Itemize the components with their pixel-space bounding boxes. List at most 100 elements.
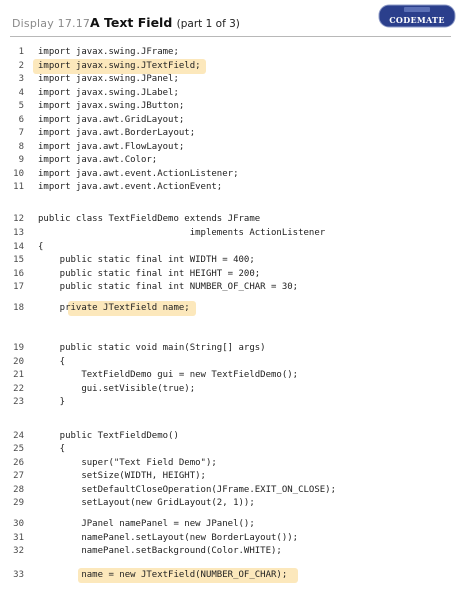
code-text: import java.awt.BorderLayout; [38,128,196,138]
code-line: 22 gui.setVisible(true); [0,383,461,396]
line-number: 30 [13,519,24,529]
code-line: 26 super("Text Field Demo"); [0,457,461,470]
line-number: 14 [13,242,24,252]
code-text: public static void main(String[] args) [38,343,266,353]
code-line: 2 import javax.swing.JTextField; [0,59,461,74]
code-text: TextFieldDemo gui = new TextFieldDemo(); [38,370,299,380]
code-line: 30 JPanel namePanel = new JPanel(); [0,518,461,531]
code-line: 1 import javax.swing.JFrame; [0,46,461,59]
code-text: import javax.swing.JFrame; [38,47,179,57]
code-text: public TextFieldDemo() [38,431,179,441]
code-line: 29 setLayout(new GridLayout(2, 1)); [0,497,461,510]
code-text: namePanel.setLayout(new BorderLayout()); [38,533,299,543]
code-text: private JTextField name; [38,303,190,313]
code-line: 20 { [0,356,461,369]
line-number: 20 [13,357,24,367]
code-line: 31 namePanel.setLayout(new BorderLayout(… [0,532,461,545]
code-line: 12 public class TextFieldDemo extends JFr… [0,213,461,226]
code-highlight [33,59,206,74]
line-number: 24 [13,431,24,441]
line-number: 3 [18,74,24,84]
code-text: } [38,397,66,407]
code-text: import java.awt.Color; [38,155,158,165]
display-header: Display 17.17 A Text Field (part 1 of 3)… [0,0,461,44]
code-line: 5 import javax.swing.JButton; [0,100,461,113]
line-number: 19 [13,343,24,353]
code-text: JPanel namePanel = new JPanel(); [38,519,255,529]
code-line: 28 setDefaultCloseOperation(JFrame.EXIT_… [0,484,461,497]
line-number: 12 [13,214,24,224]
line-number: 31 [13,533,24,543]
code-text: public class TextFieldDemo extends JFram… [38,214,261,224]
code-text: public static final int WIDTH = 400; [38,255,255,265]
code-text: { [38,357,66,367]
line-number: 22 [13,384,24,394]
code-line: 33 name = new JTextField(NUMBER_OF_CHAR)… [0,568,461,583]
code-text: import java.awt.FlowLayout; [38,142,185,152]
line-number: 1 [18,47,24,57]
code-text: implements ActionListener [38,228,326,238]
code-text: import javax.swing.JButton; [38,101,185,111]
code-line: 23 } [0,396,461,409]
codemate-logo-text: CODEMATE [389,15,445,25]
code-line: 17 public static final int NUMBER_OF_CHA… [0,281,461,294]
display-number: Display 17.17 [12,17,91,30]
code-line: 25 { [0,443,461,456]
code-text: gui.setVisible(true); [38,384,196,394]
code-line: 16 public static final int HEIGHT = 200; [0,268,461,281]
line-number: 18 [13,303,24,313]
display-title-text: A Text Field [90,15,173,30]
code-text: import java.awt.GridLayout; [38,115,185,125]
code-text: { [38,444,66,454]
line-number: 32 [13,546,24,556]
codemate-badge-shape [378,4,456,28]
line-number: 29 [13,498,24,508]
code-line: 18 private JTextField name; [0,301,461,316]
header-rule [10,36,451,37]
codemate-badge: CODEMATE [378,3,456,29]
code-text: setSize(WIDTH, HEIGHT); [38,471,206,481]
code-text: public static final int HEIGHT = 200; [38,269,261,279]
code-text: public static final int NUMBER_OF_CHAR =… [38,282,299,292]
code-line: 15 public static final int WIDTH = 400; [0,254,461,267]
line-number: 26 [13,458,24,468]
line-number: 11 [13,182,24,192]
code-line: 21 TextFieldDemo gui = new TextFieldDemo… [0,369,461,382]
line-number: 7 [18,128,24,138]
code-text: super("Text Field Demo"); [38,458,217,468]
line-number: 23 [13,397,24,407]
line-number: 21 [13,370,24,380]
code-text: namePanel.setBackground(Color.WHITE); [38,546,282,556]
code-text: setLayout(new GridLayout(2, 1)); [38,498,255,508]
line-number: 33 [13,570,24,580]
code-text: import javax.swing.JLabel; [38,88,179,98]
code-text: name = new JTextField(NUMBER_OF_CHAR); [38,570,288,580]
code-line: 19 public static void main(String[] args… [0,342,461,355]
code-line: 7 import java.awt.BorderLayout; [0,127,461,140]
line-number: 17 [13,282,24,292]
line-number: 5 [18,101,24,111]
line-number: 15 [13,255,24,265]
code-text: import java.awt.event.ActionListener; [38,169,239,179]
code-line: 24 public TextFieldDemo() [0,430,461,443]
code-line: 11 import java.awt.event.ActionEvent; [0,181,461,194]
code-line: 14 { [0,241,461,254]
code-line: 32 namePanel.setBackground(Color.WHITE); [0,545,461,558]
line-number: 9 [18,155,24,165]
code-highlight [78,568,298,583]
code-text: { [38,242,44,252]
code-text: import java.awt.event.ActionEvent; [38,182,223,192]
code-text: import javax.swing.JTextField; [38,61,201,71]
display-title: A Text Field (part 1 of 3) [90,15,240,30]
code-text: setDefaultCloseOperation(JFrame.EXIT_ON_… [38,485,337,495]
line-number: 2 [18,61,24,71]
code-line: 13 implements ActionListener [0,227,461,240]
line-number: 25 [13,444,24,454]
line-number: 13 [13,228,24,238]
display-subtitle: (part 1 of 3) [176,18,240,30]
